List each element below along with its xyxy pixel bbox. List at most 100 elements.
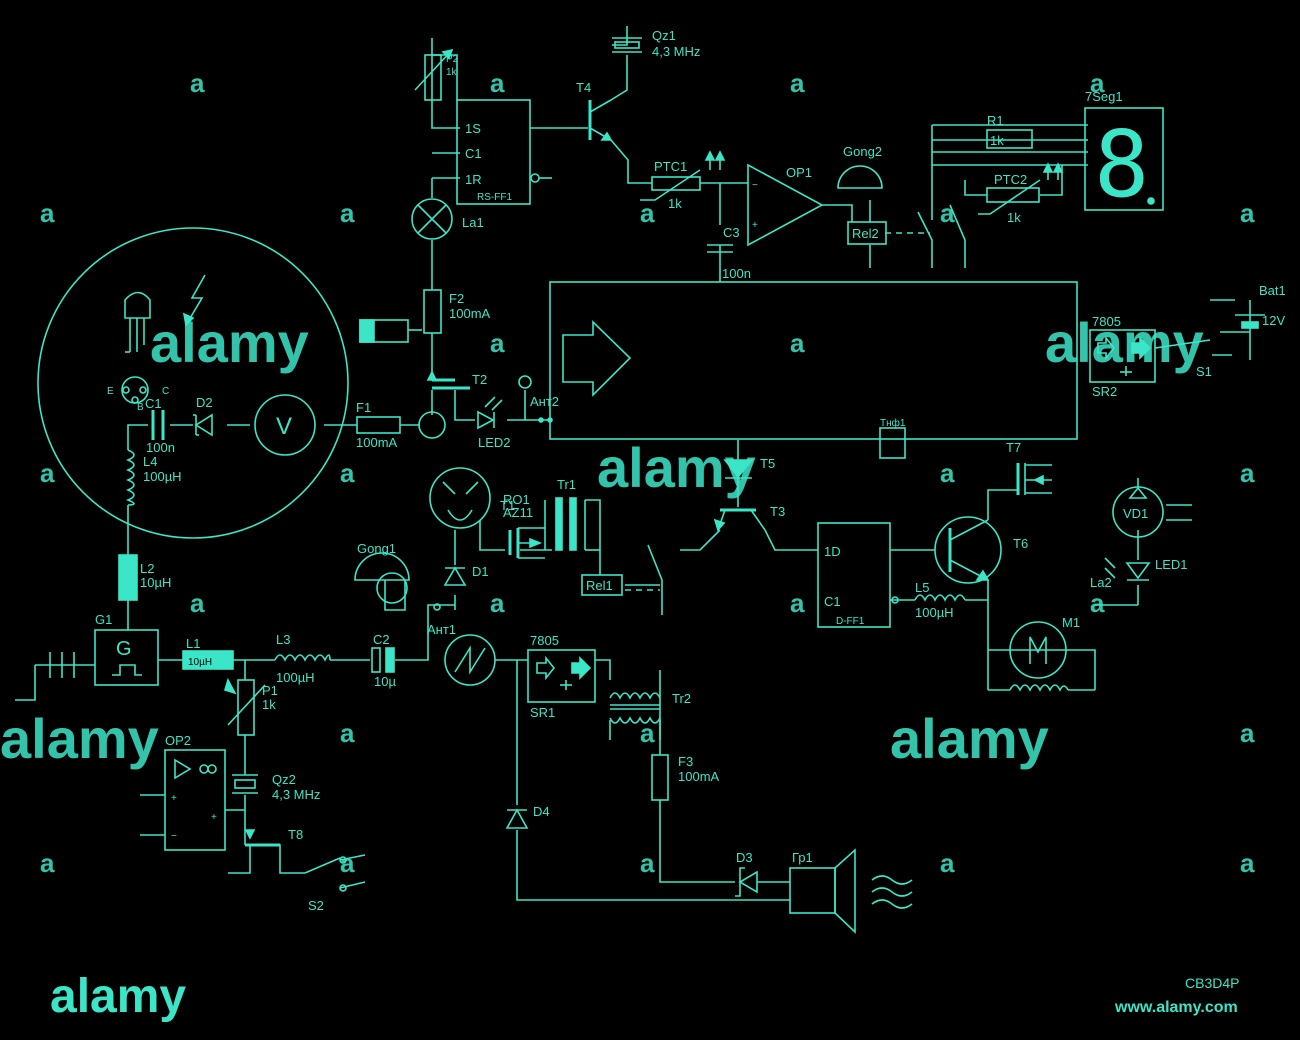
capacitor-c2: C2 10µ <box>371 632 396 689</box>
svg-text:T8: T8 <box>288 827 303 842</box>
svg-text:La2: La2 <box>1090 575 1112 590</box>
svg-text:alamy: alamy <box>890 707 1049 770</box>
transistor-t3: T3 <box>713 504 785 532</box>
svg-text:OP1: OP1 <box>786 165 812 180</box>
diode-d3: D3 <box>735 850 758 897</box>
svg-text:S2: S2 <box>308 898 324 913</box>
svg-text:a: a <box>340 458 355 488</box>
thermistor-ptc1: PTC1 1k <box>640 150 726 211</box>
inductor-l1: 10µH L1 <box>182 636 234 670</box>
tube-ro1: RO1 AZ11 T1 <box>429 467 533 529</box>
transformer-tr2: Tr2 <box>609 691 691 724</box>
svg-text:a: a <box>1090 588 1105 618</box>
transformer-tr1: Tr1 <box>544 477 586 551</box>
svg-text:100mA: 100mA <box>449 306 491 321</box>
svg-text:a: a <box>340 718 355 748</box>
svg-text:P2: P2 <box>446 54 459 65</box>
svg-text:−: − <box>752 180 758 191</box>
svg-text:C1: C1 <box>824 594 841 609</box>
speaker-gr1: Гр1 <box>789 848 913 934</box>
svg-text:a: a <box>1240 718 1255 748</box>
svg-text:7805: 7805 <box>1092 314 1121 329</box>
fuse-f1: F1 100mA <box>356 400 401 450</box>
svg-text:AZ11: AZ11 <box>503 505 533 520</box>
flipflop-d-ff1: 1D C1 D-FF1 <box>817 522 891 628</box>
svg-text:LED1: LED1 <box>1155 557 1188 572</box>
svg-text:B: B <box>137 402 144 413</box>
svg-text:a: a <box>1090 68 1105 98</box>
svg-text:8: 8 <box>1094 111 1149 218</box>
svg-text:a: a <box>190 588 205 618</box>
fuse-f3: F3 100mA <box>651 754 720 801</box>
relay-rel1: Rel1 <box>581 544 663 615</box>
svg-text:alamy: alamy <box>0 707 159 770</box>
svg-text:−: − <box>171 831 177 842</box>
svg-text:RS-FF1: RS-FF1 <box>477 192 512 203</box>
svg-text:Гр1: Гр1 <box>792 850 813 865</box>
svg-text:a: a <box>790 68 805 98</box>
svg-text:a: a <box>40 458 55 488</box>
svg-text:RO1: RO1 <box>503 492 530 507</box>
antenna-ant1: Ант1 <box>427 603 456 637</box>
svg-text:a: a <box>940 198 955 228</box>
crystal-qz1: Qz1 4,3 MHz <box>612 28 700 59</box>
svg-text:F1: F1 <box>356 400 371 415</box>
svg-text:a: a <box>1240 848 1255 878</box>
svg-text:C1: C1 <box>145 396 162 411</box>
svg-text:D4: D4 <box>533 804 550 819</box>
svg-text:PTC2: PTC2 <box>994 172 1027 187</box>
svg-text:T7: T7 <box>1006 440 1021 455</box>
svg-text:100n: 100n <box>722 266 751 281</box>
transistor-t6: T6 <box>934 516 1028 584</box>
svg-text:4,3 MHz: 4,3 MHz <box>652 44 700 59</box>
inductor-l2: L2 10µH <box>118 554 171 601</box>
svg-text:L1: L1 <box>186 636 200 651</box>
svg-text:L4: L4 <box>143 454 157 469</box>
enclosure-circle: E C B <box>37 227 349 539</box>
svg-text:1k: 1k <box>446 67 458 78</box>
svg-text:C1: C1 <box>465 146 482 161</box>
svg-text:T5: T5 <box>760 456 775 471</box>
svg-text:1k: 1k <box>262 697 276 712</box>
svg-text:a: a <box>790 588 805 618</box>
svg-text:+: + <box>171 793 177 804</box>
svg-text:D1: D1 <box>472 564 489 579</box>
resistor-r1: 1k R1 <box>986 113 1033 149</box>
svg-text:Bat1: Bat1 <box>1259 283 1286 298</box>
svg-text:P1: P1 <box>262 683 278 698</box>
fuse-f2: F2 100mA <box>423 289 491 334</box>
main-block: Тнф1 <box>549 281 1078 459</box>
svg-text:alamy: alamy <box>597 436 756 499</box>
svg-text:Тнф1: Тнф1 <box>880 417 906 429</box>
svg-text:1k: 1k <box>668 196 682 211</box>
svg-text:Gong2: Gong2 <box>843 144 882 159</box>
svg-text:La1: La1 <box>462 215 484 230</box>
svg-text:a: a <box>340 848 355 878</box>
svg-text:LED2: LED2 <box>478 435 511 450</box>
svg-text:1S: 1S <box>465 121 481 136</box>
svg-text:a: a <box>940 458 955 488</box>
svg-text:G1: G1 <box>95 612 112 627</box>
svg-text:7805: 7805 <box>530 633 559 648</box>
svg-text:F2: F2 <box>449 291 464 306</box>
svg-text:C: C <box>162 386 169 397</box>
capacitor-c1: C1 100n <box>145 396 175 455</box>
voltmeter: V <box>254 394 316 456</box>
svg-text:7Seg1: 7Seg1 <box>1085 89 1123 104</box>
photodiode-vd1: VD1 <box>1112 478 1164 538</box>
diode-t5: T5 <box>723 456 775 479</box>
svg-text:alamy: alamy <box>150 311 309 374</box>
svg-text:T2: T2 <box>472 372 487 387</box>
svg-text:L3: L3 <box>276 632 290 647</box>
wire-traces <box>35 26 1251 901</box>
transistor-t2: T2 <box>418 370 487 439</box>
svg-text:100µH: 100µH <box>276 670 315 685</box>
svg-text:D3: D3 <box>736 850 753 865</box>
svg-text:Tr1: Tr1 <box>557 477 576 492</box>
svg-text:G: G <box>116 638 132 660</box>
svg-text:a: a <box>40 198 55 228</box>
svg-text:a: a <box>190 68 205 98</box>
svg-text:Tr2: Tr2 <box>672 691 691 706</box>
svg-text:100mA: 100mA <box>356 435 398 450</box>
